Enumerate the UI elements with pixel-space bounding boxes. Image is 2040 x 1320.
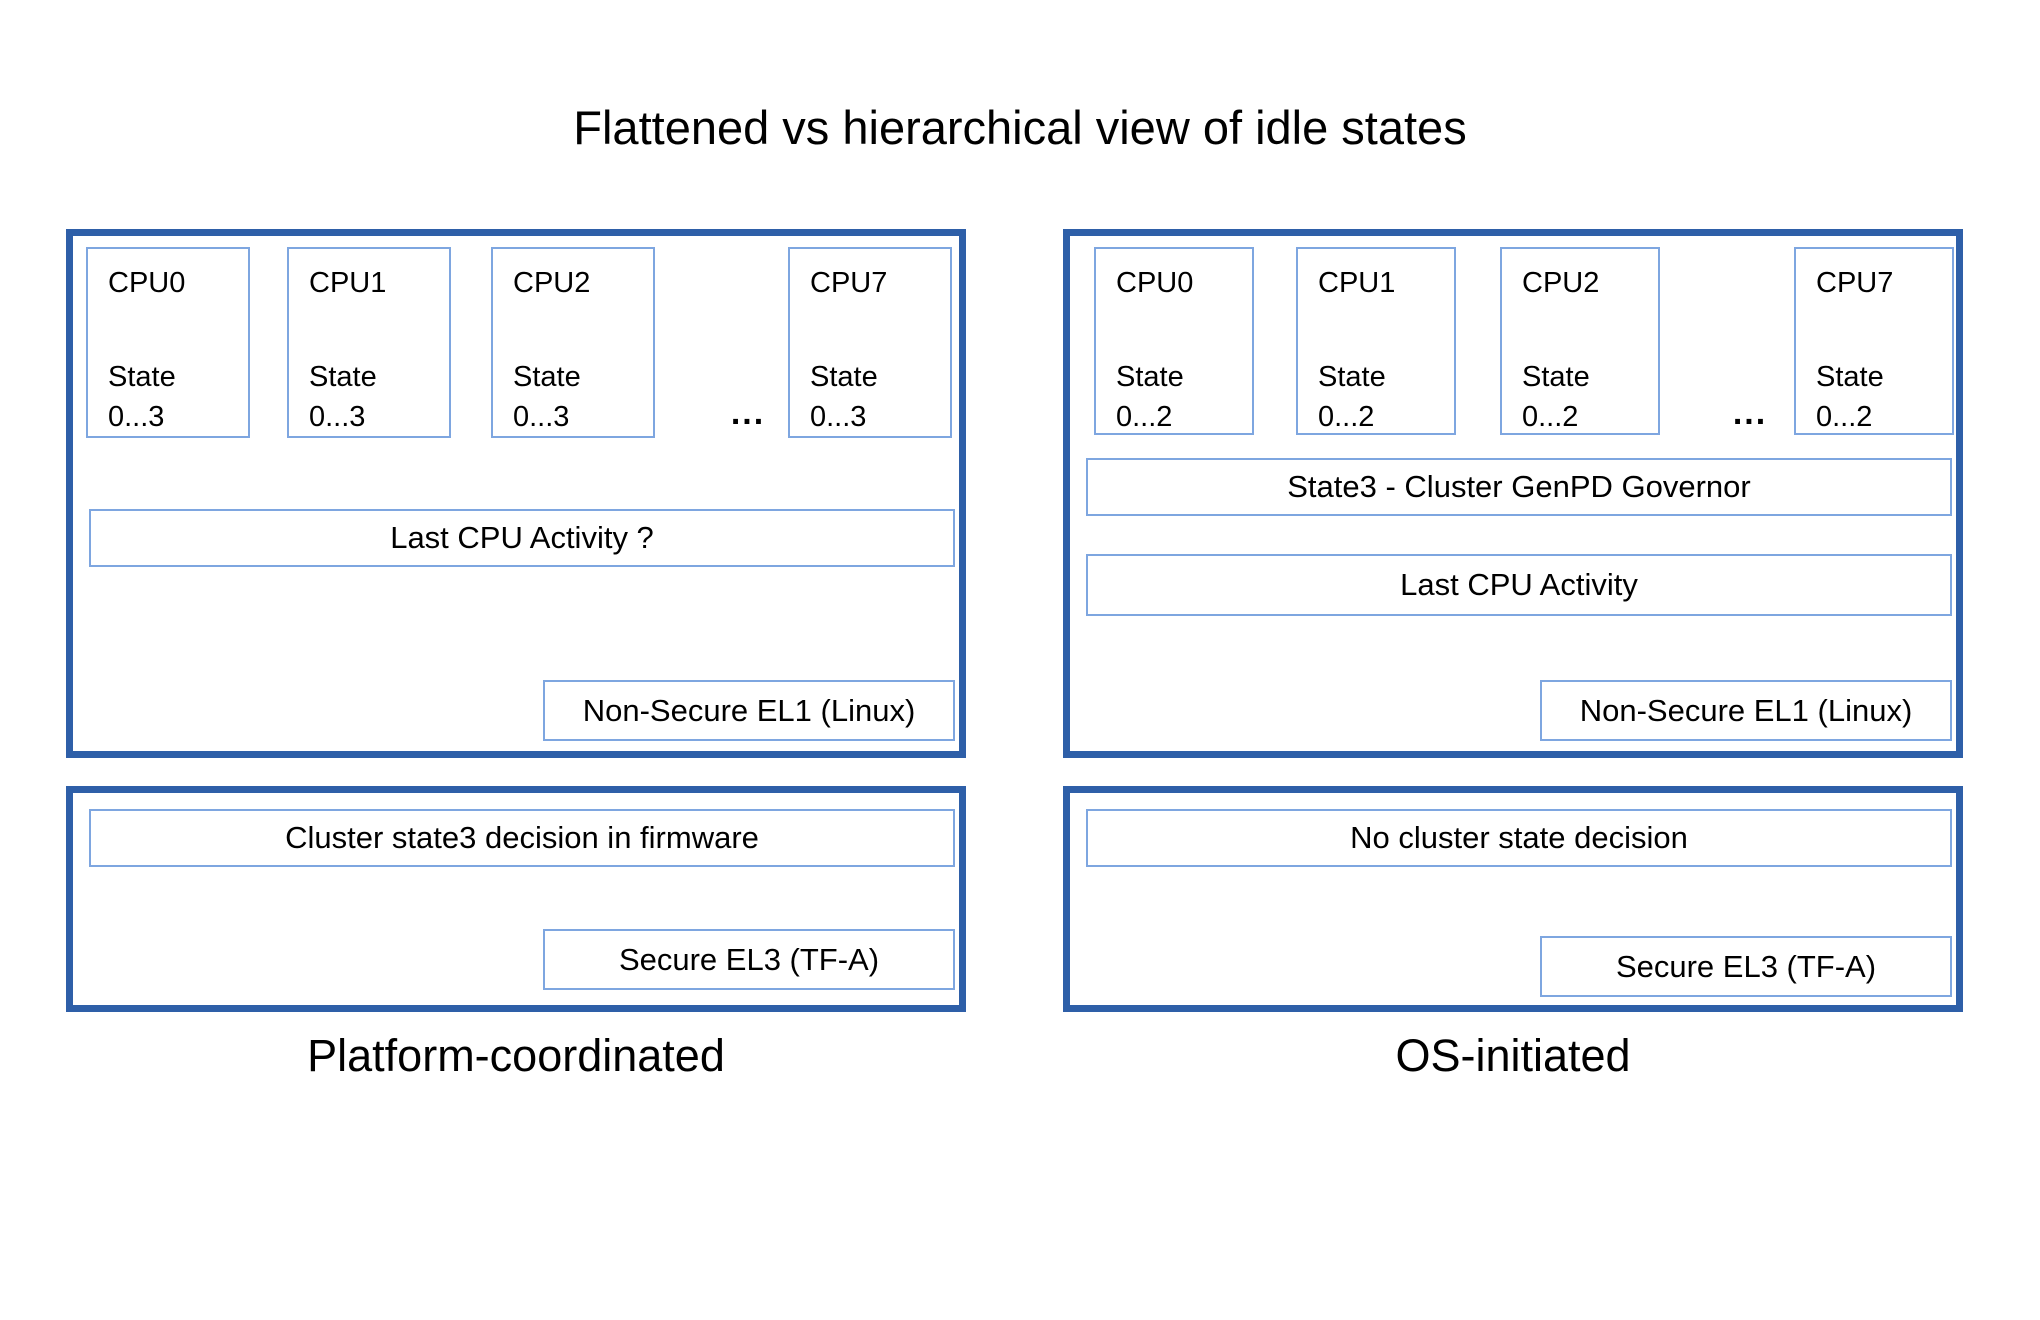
left-cpu7-label: CPU7 — [810, 267, 888, 299]
right-firmware-panel: No cluster state decision Secure EL3 (TF… — [1063, 786, 1963, 1012]
right-cpu2-box: CPU2 State 0...2 — [1500, 247, 1660, 435]
left-cpu2-box: CPU2 State 0...3 — [491, 247, 655, 438]
right-cpu2-state-word: State — [1522, 361, 1590, 393]
left-cluster-decision-box: Cluster state3 decision in firmware — [89, 809, 955, 867]
left-kernel-panel: CPU0 State 0...3 CPU1 State 0...3 CPU2 Sta… — [66, 229, 966, 758]
left-non-secure-el1-box: Non-Secure EL1 (Linux) — [543, 680, 955, 741]
right-cpu0-state-word: State — [1116, 361, 1184, 393]
right-cpu7-state: State 0...2 — [1816, 357, 1884, 437]
left-cpu1-box: CPU1 State 0...3 — [287, 247, 451, 438]
right-caption: OS-initiated — [1395, 1030, 1631, 1081]
left-cpu7-state: State 0...3 — [810, 357, 878, 437]
left-cpu1-state-range: 0...3 — [309, 401, 366, 434]
left-cpu2-state-range: 0...3 — [513, 401, 570, 434]
right-kernel-panel: CPU0 State 0...2 CPU1 State 0...2 CPU2 Sta… — [1063, 229, 1963, 758]
left-cpu0-state-word: State — [108, 361, 176, 393]
right-cpu2-state: State 0...2 — [1522, 357, 1590, 437]
left-cpu0-box: CPU0 State 0...3 — [86, 247, 250, 438]
right-genpd-governor-box: State3 - Cluster GenPD Governor — [1086, 458, 1952, 516]
right-secure-el3-box: Secure EL3 (TF-A) — [1540, 936, 1952, 997]
left-cpu2-state-word: State — [513, 361, 581, 393]
diagram-title: Flattened vs hierarchical view of idle s… — [573, 101, 1467, 154]
left-last-cpu-activity-box: Last CPU Activity ? — [89, 509, 955, 567]
right-cpu1-box: CPU1 State 0...2 — [1296, 247, 1456, 435]
left-cpu7-state-word: State — [810, 361, 878, 393]
right-cpu1-label: CPU1 — [1318, 267, 1396, 299]
right-cpu2-state-range: 0...2 — [1522, 401, 1579, 434]
right-cpu-ellipsis: ... — [1732, 394, 1768, 432]
right-last-cpu-activity-box: Last CPU Activity — [1086, 554, 1952, 616]
left-cpu7-state-range: 0...3 — [810, 401, 867, 434]
left-cpu1-state-word: State — [309, 361, 377, 393]
left-cpu1-label: CPU1 — [309, 267, 387, 299]
right-cpu7-label: CPU7 — [1816, 267, 1894, 299]
left-cpu1-state: State 0...3 — [309, 357, 377, 437]
left-firmware-panel: Cluster state3 decision in firmware Secu… — [66, 786, 966, 1012]
left-cpu2-label: CPU2 — [513, 267, 591, 299]
left-cpu0-state: State 0...3 — [108, 357, 176, 437]
left-secure-el3-box: Secure EL3 (TF-A) — [543, 929, 955, 990]
left-caption: Platform-coordinated — [307, 1030, 725, 1081]
right-cpu7-state-range: 0...2 — [1816, 401, 1873, 434]
left-cpu7-box: CPU7 State 0...3 — [788, 247, 952, 438]
right-cpu0-state: State 0...2 — [1116, 357, 1184, 437]
left-cpu2-state: State 0...3 — [513, 357, 581, 437]
right-cpu0-label: CPU0 — [1116, 267, 1194, 299]
right-cpu1-state: State 0...2 — [1318, 357, 1386, 437]
right-cpu0-box: CPU0 State 0...2 — [1094, 247, 1254, 435]
left-cpu0-state-range: 0...3 — [108, 401, 165, 434]
left-cpu0-label: CPU0 — [108, 267, 186, 299]
right-no-cluster-decision-box: No cluster state decision — [1086, 809, 1952, 867]
left-cpu-ellipsis: ... — [730, 394, 766, 432]
right-cpu0-state-range: 0...2 — [1116, 401, 1173, 434]
right-non-secure-el1-box: Non-Secure EL1 (Linux) — [1540, 680, 1952, 741]
right-cpu1-state-range: 0...2 — [1318, 401, 1375, 434]
right-cpu1-state-word: State — [1318, 361, 1386, 393]
right-cpu7-state-word: State — [1816, 361, 1884, 393]
right-cpu2-label: CPU2 — [1522, 267, 1600, 299]
right-cpu7-box: CPU7 State 0...2 — [1794, 247, 1954, 435]
